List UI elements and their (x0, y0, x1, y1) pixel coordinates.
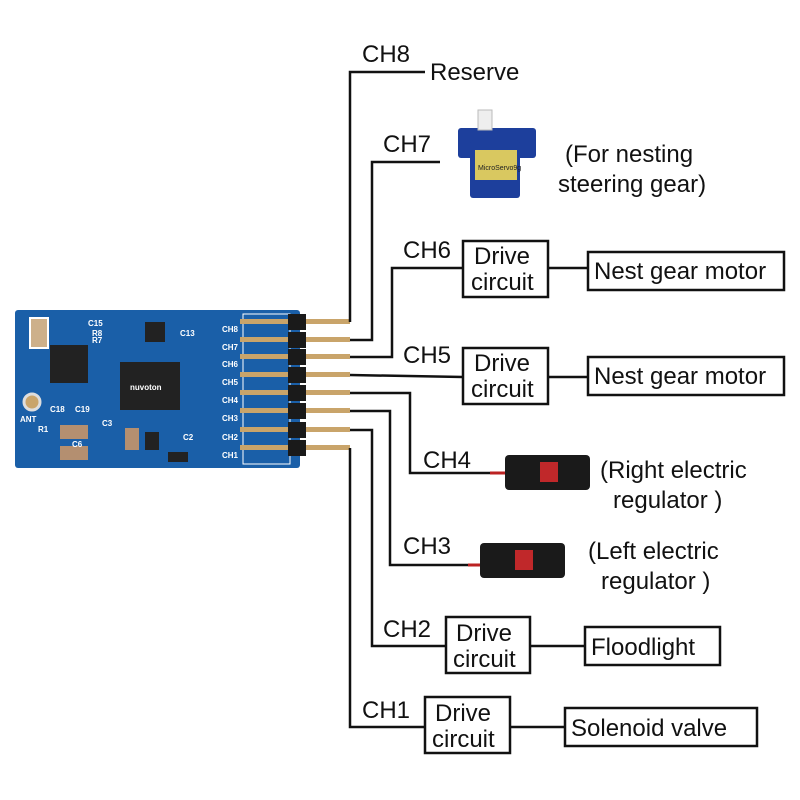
ch4-target-line2: regulator ) (613, 487, 722, 514)
wires (348, 70, 588, 729)
ch2-target-box (583, 625, 722, 667)
ch6-label: CH6 (403, 237, 451, 264)
silk-label: C18 (50, 405, 65, 414)
header-block (288, 367, 306, 383)
silk-label: R1 (38, 425, 49, 434)
ch6-drive-line1: Drive (474, 243, 530, 270)
receiver-pcb: nuvoton C15 R8 R7 C13 ANT C18 C19 R1 C3 … (15, 310, 350, 468)
ch5-drive-line2: circuit (471, 376, 534, 403)
ch2-drive-line1: Drive (456, 620, 512, 647)
ch1-drive-line2: circuit (432, 726, 495, 753)
wire-ch6 (350, 266, 463, 359)
pin-label: CH1 (222, 451, 239, 460)
ch6-target: Nest gear motor (594, 258, 766, 285)
header-block (288, 422, 306, 438)
ch5-target-box (586, 355, 786, 397)
silk-label: C15 (88, 319, 103, 328)
servo-image: MicroServo9g (458, 109, 536, 198)
silk-label: C2 (183, 433, 194, 442)
servo-label: MicroServo9g (478, 165, 521, 172)
wire-ch1 (348, 448, 425, 729)
ch6-drive-box (461, 239, 550, 299)
pin-label: CH5 (222, 378, 239, 387)
mcu-chip (120, 362, 180, 410)
small-chip (145, 322, 165, 342)
silk-label: R7 (92, 336, 103, 345)
ch3-label: CH3 (403, 533, 451, 560)
esc-image-left (468, 543, 565, 578)
silk-label: C6 (72, 440, 83, 449)
ch1-target-box (563, 706, 759, 748)
header-block (288, 385, 306, 401)
wire-ch7 (350, 160, 440, 342)
ch5-label: CH5 (403, 342, 451, 369)
ch7-target-line2: steering gear) (558, 171, 706, 198)
ch2-label: CH2 (383, 616, 431, 643)
header-block (288, 440, 306, 456)
pin-label: CH4 (222, 396, 239, 405)
ch6-drive-line2: circuit (471, 269, 534, 296)
silk-label: C3 (102, 419, 113, 428)
pin-label: CH3 (222, 414, 239, 423)
ch1-drive-line1: Drive (435, 700, 491, 727)
header-block (288, 332, 306, 348)
wire-ch2 (350, 428, 446, 648)
ch1-label: CH1 (362, 697, 410, 724)
header-block (288, 403, 306, 419)
ch2-drive-box (444, 615, 532, 675)
header-block (288, 314, 306, 330)
ic-chip (50, 345, 88, 383)
ch6-target-box (586, 250, 786, 292)
pin-label: CH2 (222, 433, 239, 442)
esc-image-right (490, 455, 590, 490)
silk-label: ANT (20, 415, 37, 424)
ch3-target-line1: (Left electric (588, 538, 719, 565)
wire-ch5 (349, 373, 464, 379)
ch5-drive-line1: Drive (474, 350, 530, 377)
ch5-target: Nest gear motor (594, 363, 766, 390)
ch4-label: CH4 (423, 447, 471, 474)
crystal (29, 317, 49, 349)
ch1-target: Solenoid valve (571, 715, 727, 742)
ch7-label: CH7 (383, 131, 431, 158)
silk-label: C13 (180, 329, 195, 338)
wire-ch8 (348, 70, 425, 322)
ch8-target: Reserve (430, 59, 519, 86)
ch7-target-line1: (For nesting (565, 141, 693, 168)
ch4-target-line1: (Right electric (600, 457, 747, 484)
header-block (288, 349, 306, 365)
pin-label: CH7 (222, 343, 239, 352)
silk-label: C19 (75, 405, 90, 414)
pin-label: CH8 (222, 325, 239, 334)
antenna-connector (22, 392, 42, 412)
chip-label: nuvoton (130, 383, 162, 392)
ch2-drive-line2: circuit (453, 646, 516, 673)
ch2-target: Floodlight (591, 634, 695, 661)
wire-ch4 (350, 391, 490, 475)
wire-ch3 (350, 409, 470, 567)
ch3-target-line2: regulator ) (601, 568, 710, 595)
pin-label: CH6 (222, 360, 239, 369)
ch1-drive-box (423, 695, 512, 755)
silk-label: R8 (92, 329, 103, 338)
ch8-label: CH8 (362, 41, 410, 68)
ch5-drive-box (461, 346, 550, 406)
